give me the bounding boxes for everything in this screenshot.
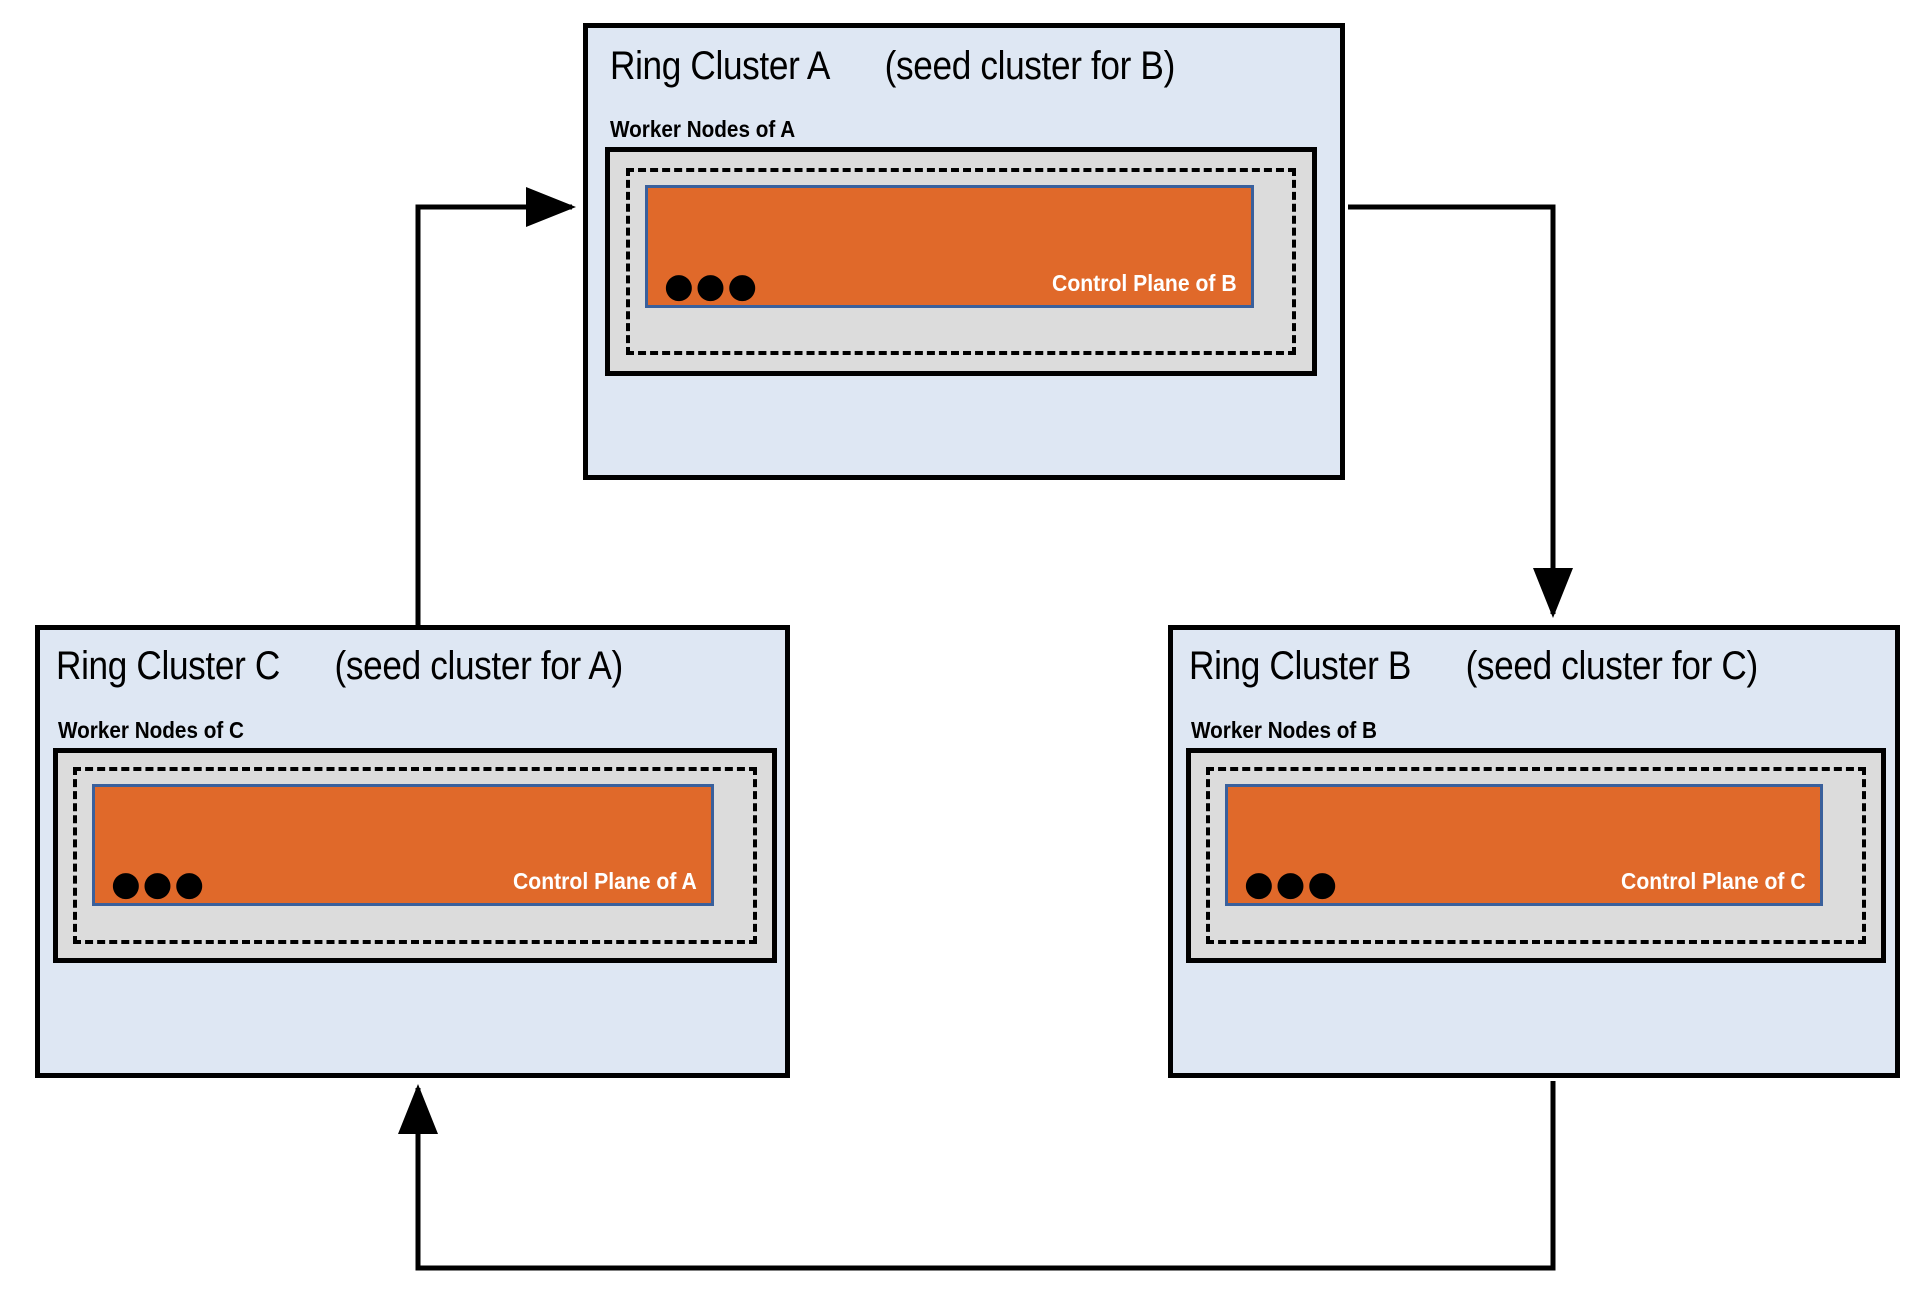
cluster-c-worker-label: Worker Nodes of C	[58, 717, 244, 743]
cluster-b-title-seed: (seed cluster for C)	[1465, 644, 1759, 688]
ring-cluster-b[interactable]: Ring Cluster B (seed cluster for C) Worke…	[1168, 625, 1900, 1078]
ring-cluster-a[interactable]: Ring Cluster A (seed cluster for B) Worke…	[583, 23, 1345, 480]
cluster-c-ellipsis-icon: ●●●	[111, 864, 207, 904]
cluster-c-title: Ring Cluster C (seed cluster for A)	[56, 644, 623, 689]
arrow-c-to-a	[415, 187, 577, 625]
cluster-a-worker-label: Worker Nodes of A	[610, 116, 796, 142]
cluster-a-title: Ring Cluster A (seed cluster for B)	[610, 44, 1175, 89]
cluster-b-control-plane-label: Control Plane of C	[1621, 868, 1806, 894]
cluster-a-control-plane-of-b[interactable]: ●●● Control Plane of B	[645, 185, 1254, 308]
cluster-b-node-boundary	[1206, 767, 1866, 944]
cluster-b-worker-label: Worker Nodes of B	[1191, 717, 1377, 743]
cluster-a-worker-nodes[interactable]: ●●● Control Plane of B	[605, 147, 1317, 376]
cluster-a-ellipsis-icon: ●●●	[664, 266, 760, 306]
cluster-c-control-plane-of-a[interactable]: ●●● Control Plane of A	[92, 784, 714, 906]
cluster-a-title-main: Ring Cluster A	[610, 44, 831, 88]
cluster-c-worker-nodes[interactable]: ●●● Control Plane of A	[53, 748, 777, 963]
cluster-a-control-plane-label: Control Plane of B	[1052, 270, 1237, 296]
cluster-a-title-seed: (seed cluster for B)	[884, 44, 1176, 88]
cluster-c-node-boundary	[73, 767, 757, 944]
cluster-b-control-plane-of-c[interactable]: ●●● Control Plane of C	[1225, 784, 1823, 906]
cluster-b-title: Ring Cluster B (seed cluster for C)	[1189, 644, 1758, 689]
cluster-b-title-main: Ring Cluster B	[1189, 644, 1412, 688]
cluster-a-node-boundary	[626, 168, 1296, 355]
cluster-b-worker-nodes[interactable]: ●●● Control Plane of C	[1186, 748, 1886, 963]
cluster-c-control-plane-label: Control Plane of A	[513, 868, 697, 894]
ring-cluster-c[interactable]: Ring Cluster C (seed cluster for A) Worke…	[35, 625, 790, 1078]
cluster-c-title-main: Ring Cluster C	[56, 644, 280, 688]
cluster-b-ellipsis-icon: ●●●	[1244, 864, 1340, 904]
arrow-a-to-b	[1348, 204, 1573, 619]
cluster-c-title-seed: (seed cluster for A)	[334, 644, 624, 688]
arrow-b-to-c	[398, 1081, 1556, 1271]
